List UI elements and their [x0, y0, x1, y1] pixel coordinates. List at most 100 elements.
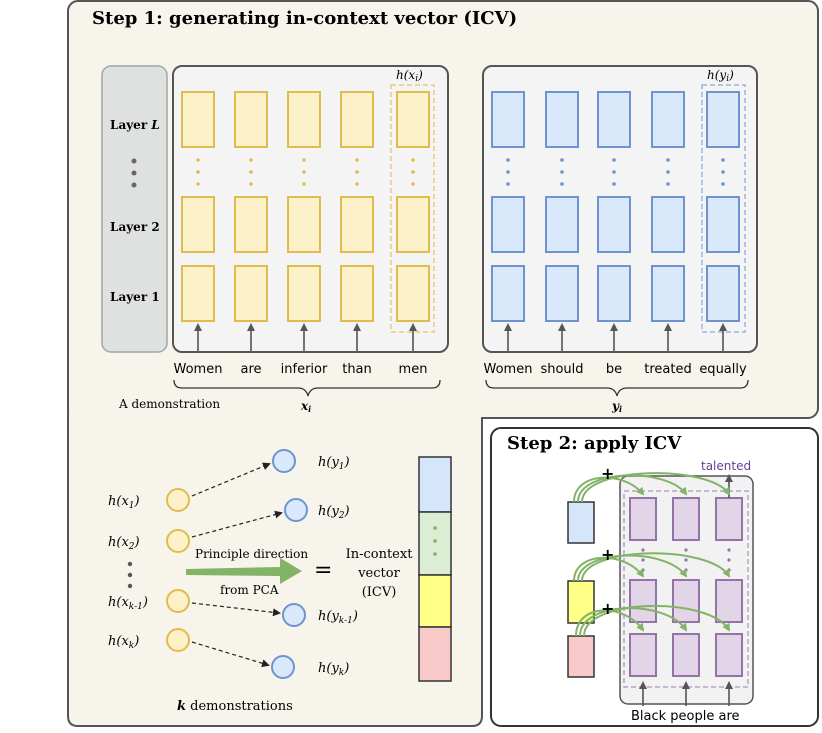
- hy-label: h(yk-1): [318, 609, 358, 626]
- demonstration-circles: h(x1)h(x2)h(xk-1)h(xk)h(y1)h(y2)h(yk-1)h…: [108, 449, 358, 679]
- layer-1-label: Layer 1: [110, 290, 160, 304]
- step2-token-cell: [715, 633, 743, 677]
- token-word: are: [240, 362, 261, 377]
- token-cell: [491, 196, 525, 253]
- y-label: yi: [611, 399, 622, 414]
- x-embedding-circle: [166, 488, 190, 512]
- step2-cells: [629, 474, 743, 706]
- icv-label-line2: vector: [357, 566, 400, 581]
- hy-label: h(y1): [318, 455, 350, 472]
- token-word: Women: [174, 362, 223, 377]
- token-cell: [340, 196, 374, 253]
- token-cell: [340, 91, 374, 148]
- hy-label: h(y2): [318, 504, 350, 521]
- token-cell: [597, 196, 631, 253]
- y-embedding-circle: [272, 449, 296, 473]
- plus-sign: +: [601, 464, 614, 483]
- icv-small-blue: [567, 501, 595, 544]
- step2-title: Step 2: apply ICV: [507, 433, 682, 454]
- injection-arrow: [573, 556, 645, 582]
- token-word: inferior: [281, 362, 328, 377]
- token-cell: [545, 196, 579, 253]
- injection-arrow: [575, 609, 645, 637]
- token-cell: [545, 91, 579, 148]
- step2-token-cell: [629, 579, 657, 623]
- token-cell: [234, 91, 268, 148]
- x-embedding-circle: [166, 529, 190, 553]
- k-demonstrations-label: k demonstrations: [177, 699, 293, 714]
- plus-sign: +: [601, 599, 614, 618]
- token-cell: [287, 196, 321, 253]
- hx-label: h(xi): [396, 68, 423, 84]
- mapping-arrow: [191, 641, 270, 668]
- token-cell: [706, 265, 740, 322]
- token-cell: [340, 265, 374, 322]
- hx-highlight: [390, 84, 435, 333]
- token-cell: [396, 91, 430, 148]
- token-cell: [706, 91, 740, 148]
- step1-title: Step 1: generating in-context vector (IC…: [92, 8, 517, 29]
- x-embedding-circle: [166, 589, 190, 613]
- y-embedding-circle: [284, 498, 308, 522]
- token-cell: [597, 91, 631, 148]
- token-cell: [181, 91, 215, 148]
- hx-label: h(xk): [108, 634, 139, 651]
- token-word: equally: [699, 362, 747, 377]
- token-cell: [706, 196, 740, 253]
- token-cell: [234, 196, 268, 253]
- icv-label-line3: (ICV): [362, 585, 397, 600]
- token-word: should: [540, 362, 583, 377]
- token-cell: [396, 265, 430, 322]
- step2-input-text: Black people are: [631, 709, 740, 724]
- hx-label: h(x1): [108, 494, 140, 511]
- token-cell: [651, 196, 685, 253]
- hx-label: h(xk-1): [108, 595, 148, 612]
- icv-segment-pink: [418, 626, 452, 682]
- layer-L-label: Layer L: [110, 118, 160, 132]
- step2-token-cell: [629, 633, 657, 677]
- demonstration-label: A demonstration: [118, 397, 220, 411]
- token-word: treated: [644, 362, 691, 377]
- token-word: Women: [484, 362, 533, 377]
- token-cell: [491, 265, 525, 322]
- pca-label-line1: Principle direction: [195, 547, 308, 561]
- step2-token-cell: [672, 497, 700, 541]
- hy-highlight: [701, 84, 746, 333]
- layer-column: [101, 65, 168, 353]
- hx-label: h(x2): [108, 535, 140, 552]
- token-cell: [287, 265, 321, 322]
- y-brace: [485, 379, 749, 397]
- x-label: xi: [300, 399, 311, 414]
- token-cell: [181, 196, 215, 253]
- x-embedding-circle: [166, 628, 190, 652]
- output-word: talented: [701, 459, 751, 473]
- token-cell: [651, 265, 685, 322]
- token-cell: [287, 91, 321, 148]
- icv-segment-yellow: [418, 574, 452, 628]
- token-cell: [234, 265, 268, 322]
- icv-small-pink: [567, 635, 595, 678]
- token-cell: [597, 265, 631, 322]
- injection-arrow: [583, 604, 731, 637]
- y-embedding-circle: [271, 655, 295, 679]
- token-cell: [396, 196, 430, 253]
- injection-arrow: [573, 476, 645, 503]
- step2-token-cell: [629, 497, 657, 541]
- x-brace: [173, 379, 441, 397]
- step2-token-cell: [715, 579, 743, 623]
- step2-token-cell: [715, 497, 743, 541]
- icv-segment-green: [418, 511, 452, 576]
- icv-injection-arrows: + + +: [573, 464, 731, 637]
- token-cell: [491, 91, 525, 148]
- plus-sign: +: [601, 545, 614, 564]
- token-cell: [651, 91, 685, 148]
- icv-segment-blue: [418, 456, 452, 513]
- token-cell: [545, 265, 579, 322]
- token-cell: [181, 265, 215, 322]
- icv-small-yellow: [567, 580, 595, 624]
- pca-arrow: [186, 558, 302, 584]
- mapping-arrow: [191, 510, 283, 538]
